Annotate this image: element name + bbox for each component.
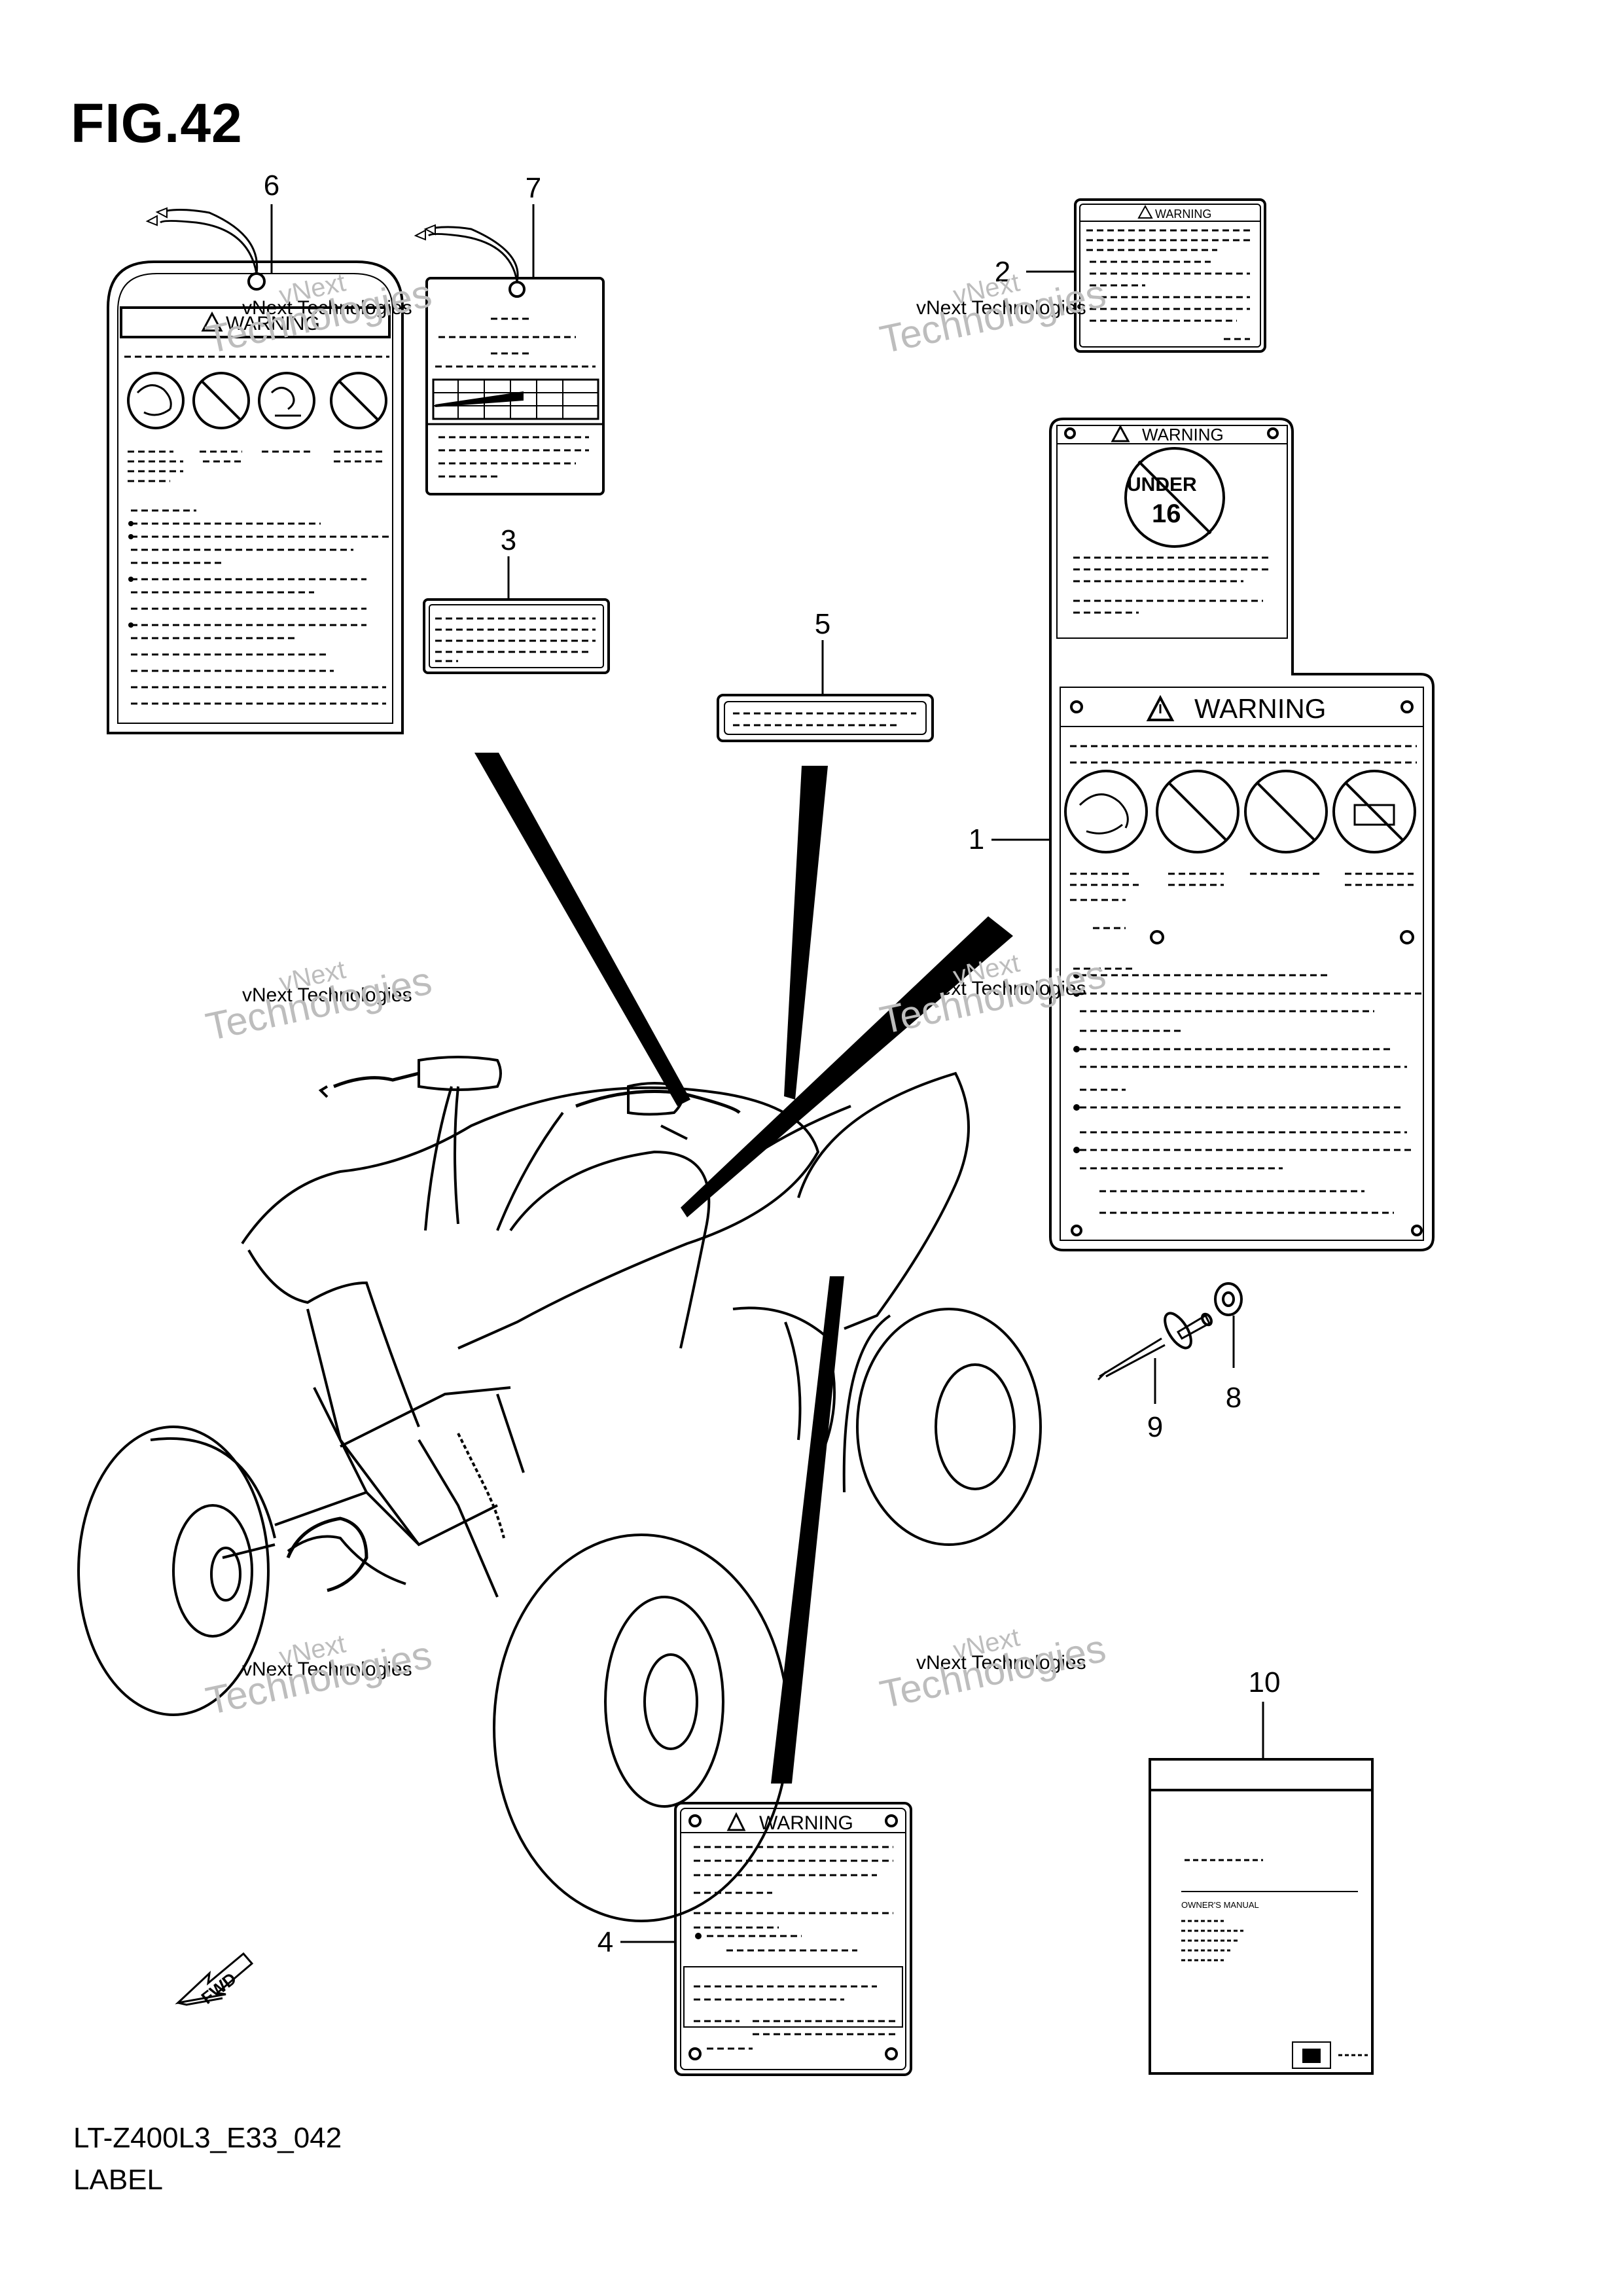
label-6-hang-tag[interactable]	[107, 207, 404, 734]
callout-6: 6	[264, 170, 279, 202]
label-1-top-warning-text: WARNING	[1142, 425, 1224, 444]
watermark-line1: vNext Technologies	[916, 1652, 1086, 1674]
label-1-warning-text: WARNING	[1194, 693, 1326, 724]
watermark-line1: vNext Technologies	[916, 978, 1086, 999]
watermark-line1: vNext Technologies	[916, 297, 1086, 319]
watermarks: vNext Technologies Technologies vNext vN…	[202, 268, 1110, 1723]
figure-title: FIG.42	[71, 92, 243, 154]
label-1-age-text: 16	[1152, 499, 1181, 528]
callout-8: 8	[1226, 1382, 1241, 1414]
rivet-item-9[interactable]	[1097, 1309, 1213, 1381]
watermark-line1: vNext Technologies	[242, 1659, 412, 1680]
watermark-line1: vNext Technologies	[242, 297, 412, 319]
washer-item-8[interactable]	[1214, 1282, 1243, 1316]
callout-2: 2	[995, 256, 1010, 288]
label-6-warning-text: WARNING	[226, 313, 320, 334]
owners-manual-item-10[interactable]	[1149, 1758, 1374, 2075]
atv-drawing	[77, 1056, 1042, 1922]
label-1[interactable]	[1049, 418, 1435, 1251]
label-3[interactable]	[423, 598, 610, 674]
label-4[interactable]	[674, 1802, 912, 2076]
callout-10: 10	[1249, 1666, 1281, 1698]
watermark-line1: vNext Technologies	[242, 984, 412, 1006]
callout-7: 7	[526, 172, 541, 204]
callout-5: 5	[815, 608, 830, 640]
callout-4: 4	[597, 1926, 613, 1958]
label-4-warning-text: WARNING	[759, 1812, 853, 1834]
callout-3: 3	[501, 524, 516, 556]
label-2-warning-text: WARNING	[1155, 207, 1211, 221]
figure-label: LABEL	[73, 2164, 163, 2196]
callout-1: 1	[969, 823, 984, 855]
label-2[interactable]	[1074, 198, 1266, 353]
owners-manual-text: OWNER'S MANUAL	[1181, 1900, 1259, 1910]
label-7-hang-tag[interactable]	[414, 224, 605, 495]
label-5[interactable]	[717, 694, 934, 742]
figure-code: LT-Z400L3_E33_042	[73, 2122, 342, 2154]
label-1-under-text: UNDER	[1127, 474, 1197, 495]
callout-9: 9	[1147, 1411, 1163, 1443]
leader-lines	[270, 204, 1264, 1943]
fwd-arrow-icon	[175, 1952, 254, 2006]
pointer-wedges	[474, 753, 1013, 1784]
